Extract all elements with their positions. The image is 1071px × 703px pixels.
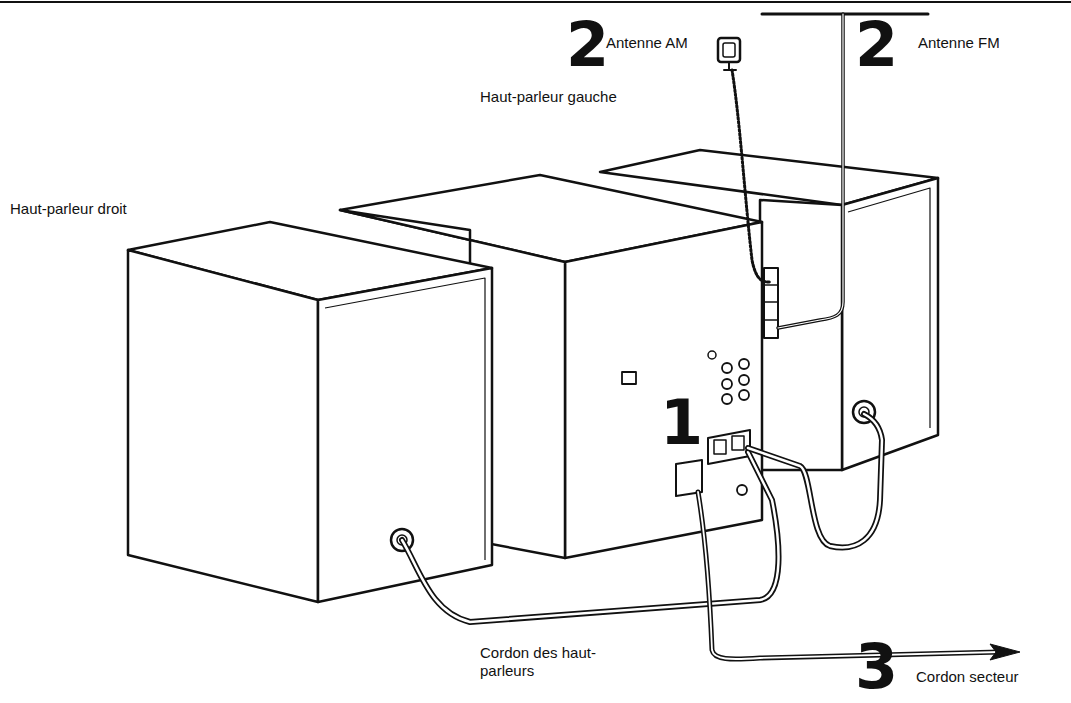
part-label: Haut-parleur droit <box>10 200 127 218</box>
part-label: Antenne AM <box>606 34 688 52</box>
fm-antenna-wire <box>762 14 928 328</box>
speaker-cable <box>402 414 882 622</box>
top-rule <box>0 1 1071 3</box>
right-speaker <box>128 222 492 602</box>
am-loop-antenna <box>718 38 770 282</box>
direction-arrow <box>990 644 1020 660</box>
callout-number: 2 <box>566 14 609 76</box>
part-label: Haut-parleur gauche <box>480 88 617 106</box>
callout-number: 2 <box>855 14 898 76</box>
power-cord <box>698 492 1000 659</box>
callout-number: 3 <box>855 636 898 698</box>
part-label: Cordon secteur <box>916 668 1019 686</box>
part-label: Antenne FM <box>918 34 1000 52</box>
callout-number: 1 <box>660 392 703 454</box>
part-label: Cordon des haut-parleurs <box>480 644 600 680</box>
